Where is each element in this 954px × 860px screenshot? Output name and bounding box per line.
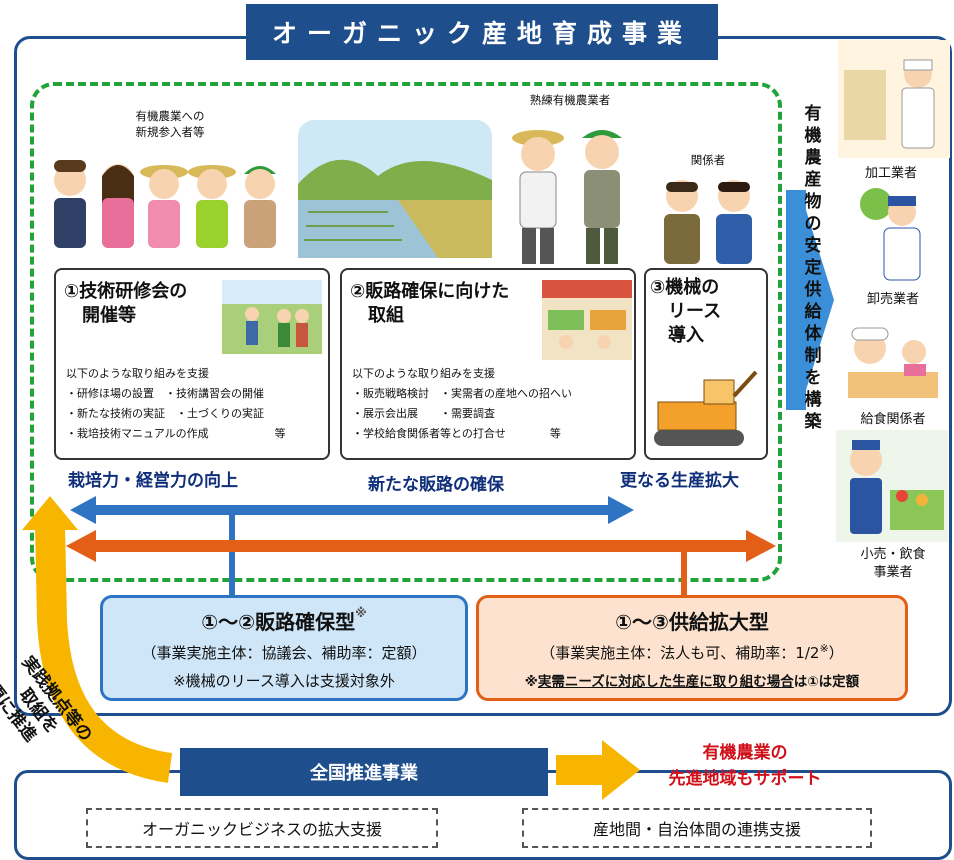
retail-illustration-icon xyxy=(836,430,948,542)
skilled-farmers-illustration-icon xyxy=(512,130,622,264)
outcome-production-expansion: 更なる生産拡大 xyxy=(620,471,739,491)
card-2-item: ・展示会出展 ・需要調査 xyxy=(352,407,495,420)
wholesaler-illustration-icon xyxy=(860,188,921,281)
yellow-right-arrow xyxy=(556,755,604,785)
sales-channel-type-box: ①～②販路確保型※ （事業実施主体：協議会、補助率：定額） ※機械のリース導入は… xyxy=(100,595,468,701)
red-support-text: 有機農業の 先進地域もサポート xyxy=(640,740,850,792)
yellow-curve-arrow xyxy=(35,525,173,783)
sales-type-line2: ※機械のリース導入は支援対象外 xyxy=(173,672,395,690)
card-2-item: ・販売戦略検討 ・実需者の産地への招へい xyxy=(352,387,572,400)
partner-retail: 小売・飲食 事業者 xyxy=(860,547,926,580)
sales-type-mark: ※ xyxy=(355,606,367,620)
supply-type-line2-underlined: 実需ニーズに対応した生産に取り組む場合 xyxy=(537,674,794,690)
harvester-machine-icon xyxy=(654,370,758,446)
regional-cooperation-support-box: 産地間・自治体間の連携支援 xyxy=(522,808,872,848)
partner-processor: 加工業者 xyxy=(864,166,917,181)
national-promotion-banner: 全国推進事業 xyxy=(180,748,548,796)
outcome-new-channels: 新たな販路の確保 xyxy=(368,475,504,495)
green-dashed-area xyxy=(30,82,782,582)
related-parties-label: 関係者 xyxy=(690,153,726,167)
card-1-item: ・栽培技術マニュアルの作成 等 xyxy=(66,427,286,440)
sales-type-title: ①～②販路確保型 xyxy=(201,610,356,634)
school-lunch-illustration-icon xyxy=(848,327,938,398)
supply-type-mark: ※ xyxy=(819,642,829,655)
supply-expansion-type-box: ①～③供給拡大型 （事業実施主体：法人も可、補助率：1/2※） ※実需ニーズに対… xyxy=(476,595,908,701)
card-3-title: ③機械の リース 導入 xyxy=(650,277,722,346)
farm-landscape-icon xyxy=(298,120,492,258)
page-title: オーガニック産地育成事業 xyxy=(246,4,718,60)
supply-type-line1-end: ） xyxy=(828,644,844,662)
red-text-line: 有機農業の xyxy=(702,743,788,763)
card-sales-channel: ②販路確保に向けた 取組 以下のような取り組みを支援 ・販売戦略検討 ・実需者の… xyxy=(340,268,636,460)
partner-school-lunch: 給食関係者 xyxy=(860,412,926,427)
outcome-capability: 栽培力・経営力の向上 xyxy=(68,471,238,491)
supply-type-line2-rest: は①は定額 xyxy=(793,674,860,690)
supply-type-line2-row: ※実需ニーズに対応した生産に取り組む場合は①は定額 xyxy=(479,670,905,690)
related-parties-illustration-icon xyxy=(664,180,752,264)
card-2-intro: 以下のような取り組みを支援 xyxy=(352,367,495,380)
supply-arrow xyxy=(786,190,834,410)
card-1-intro: 以下のような取り組みを支援 xyxy=(66,367,209,380)
card-machine-lease: ③機械の リース 導入 xyxy=(644,268,768,460)
supply-system-vertical-text: 有機農産物の安定供給体制を構築 xyxy=(804,104,822,432)
sales-type-title-row: ①～②販路確保型※ xyxy=(103,606,465,635)
training-photo-icon xyxy=(222,280,322,354)
card-1-item: ・新たな技術の実証 ・土づくりの実証 xyxy=(66,407,264,420)
newcomers-illustration-icon xyxy=(54,160,276,248)
organic-business-support-box: オーガニックビジネスの拡大支援 xyxy=(86,808,438,848)
supply-type-title: ①～③供給拡大型 xyxy=(615,610,769,634)
newcomers-label: 有機農業への 新規参入者等 xyxy=(135,109,205,139)
sales-type-line1: （事業実施主体：協議会、補助率：定額） xyxy=(141,644,427,662)
processor-illustration-icon xyxy=(838,40,950,158)
partner-wholesaler: 卸売業者 xyxy=(866,292,919,307)
yellow-arrow-head xyxy=(22,496,78,530)
market-photo-icon xyxy=(542,280,632,360)
card-2-item: ・学校給食関係者等との打合せ 等 xyxy=(352,427,561,440)
card-2-title: ②販路確保に向けた 取組 xyxy=(350,281,510,326)
supply-type-line1-row: （事業実施主体：法人も可、補助率：1/2※） xyxy=(479,642,905,663)
red-text-line: 先進地域もサポート xyxy=(668,769,822,789)
supply-type-line2-mark: ※ xyxy=(524,674,538,690)
card-1-item: ・研修ほ場の設置 ・技術講習会の開催 xyxy=(66,387,264,400)
card-1-title: ①技術研修会の 開催等 xyxy=(64,281,188,326)
skilled-farmers-label: 熟練有機農業者 xyxy=(529,93,611,107)
card-technical-training: ①技術研修会の 開催等 以下のような取り組みを支援 ・研修ほ場の設置 ・技術講習… xyxy=(54,268,330,460)
supply-type-line1: （事業実施主体：法人も可、補助率：1/2 xyxy=(540,644,820,662)
